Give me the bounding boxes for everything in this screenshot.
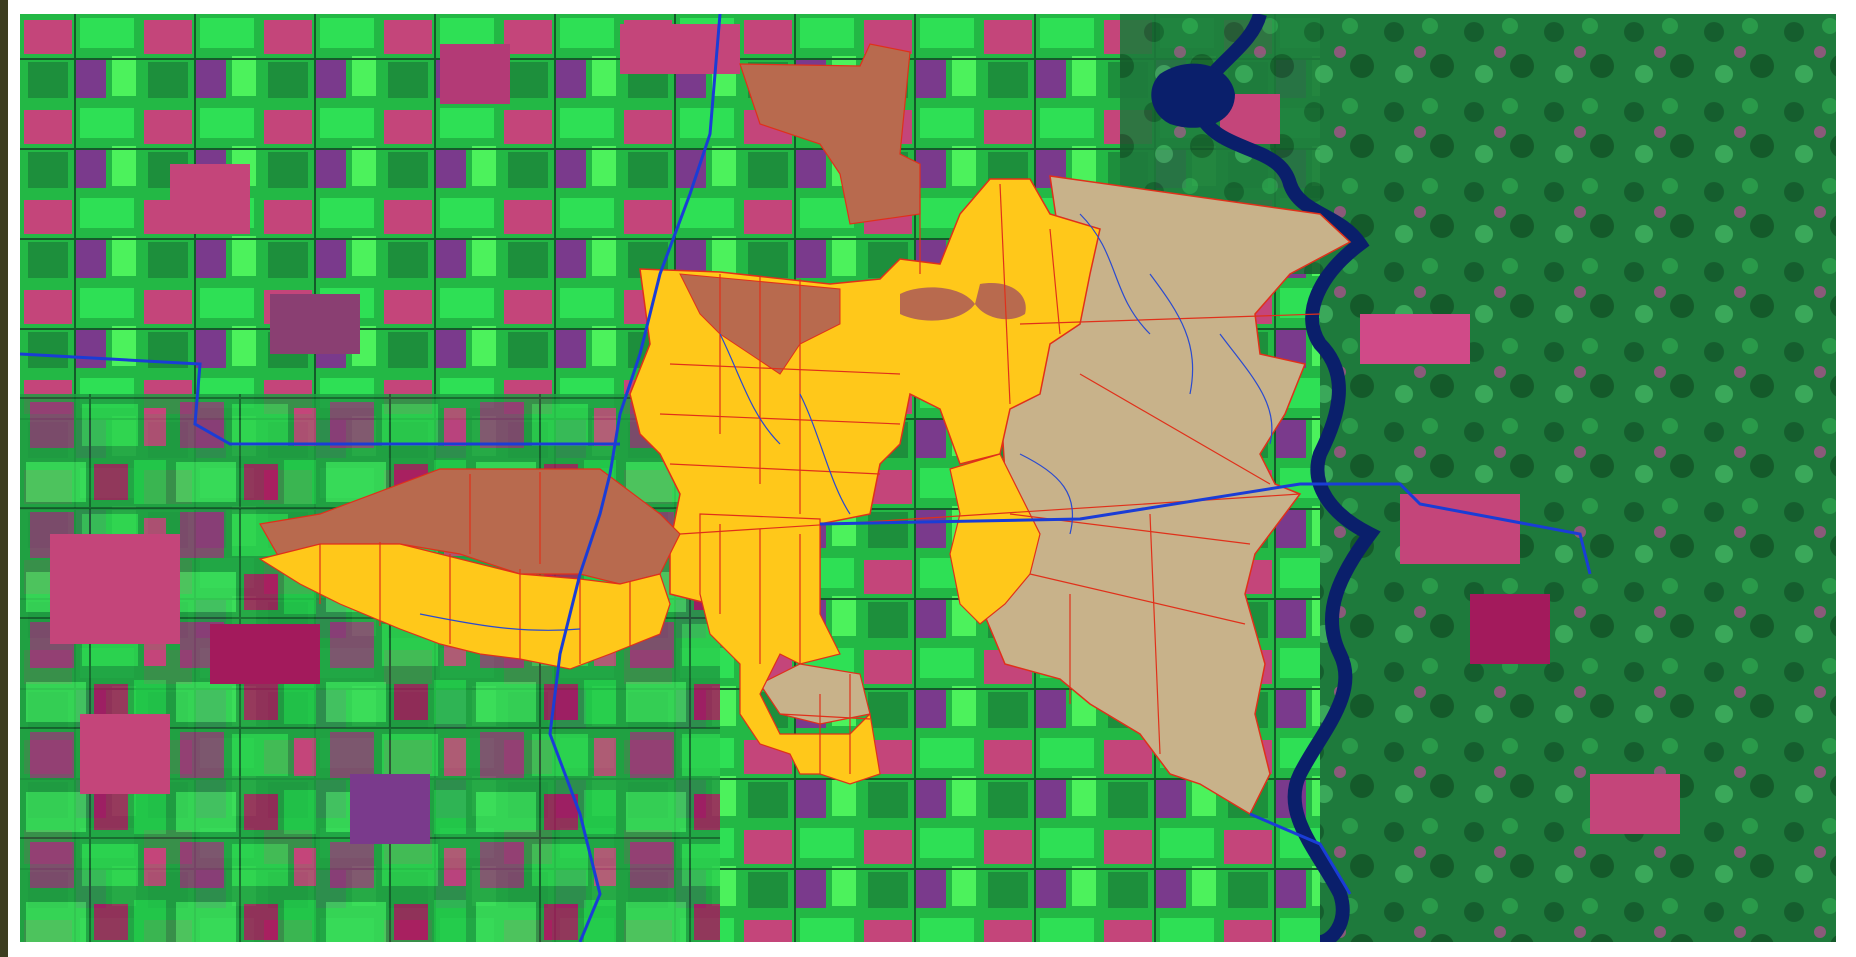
zone-brown-north: [739, 43, 921, 225]
clearings: [50, 24, 1680, 844]
stream-lines: [419, 213, 1273, 631]
satellite-map: [20, 14, 1836, 942]
admin-boundaries: [20, 14, 1592, 942]
zone-yellow-east: [949, 453, 1041, 625]
zone-yellow-west: [258, 543, 671, 670]
river: [1191, 14, 1381, 942]
zone-brown-patch-2: [975, 283, 1026, 320]
zone-yellow-south: [699, 513, 881, 785]
frame-left-edge: [0, 0, 8, 957]
river-lake: [1151, 63, 1235, 128]
satellite-background-west: [20, 394, 720, 942]
zone-brown-patch-1: [900, 287, 975, 321]
